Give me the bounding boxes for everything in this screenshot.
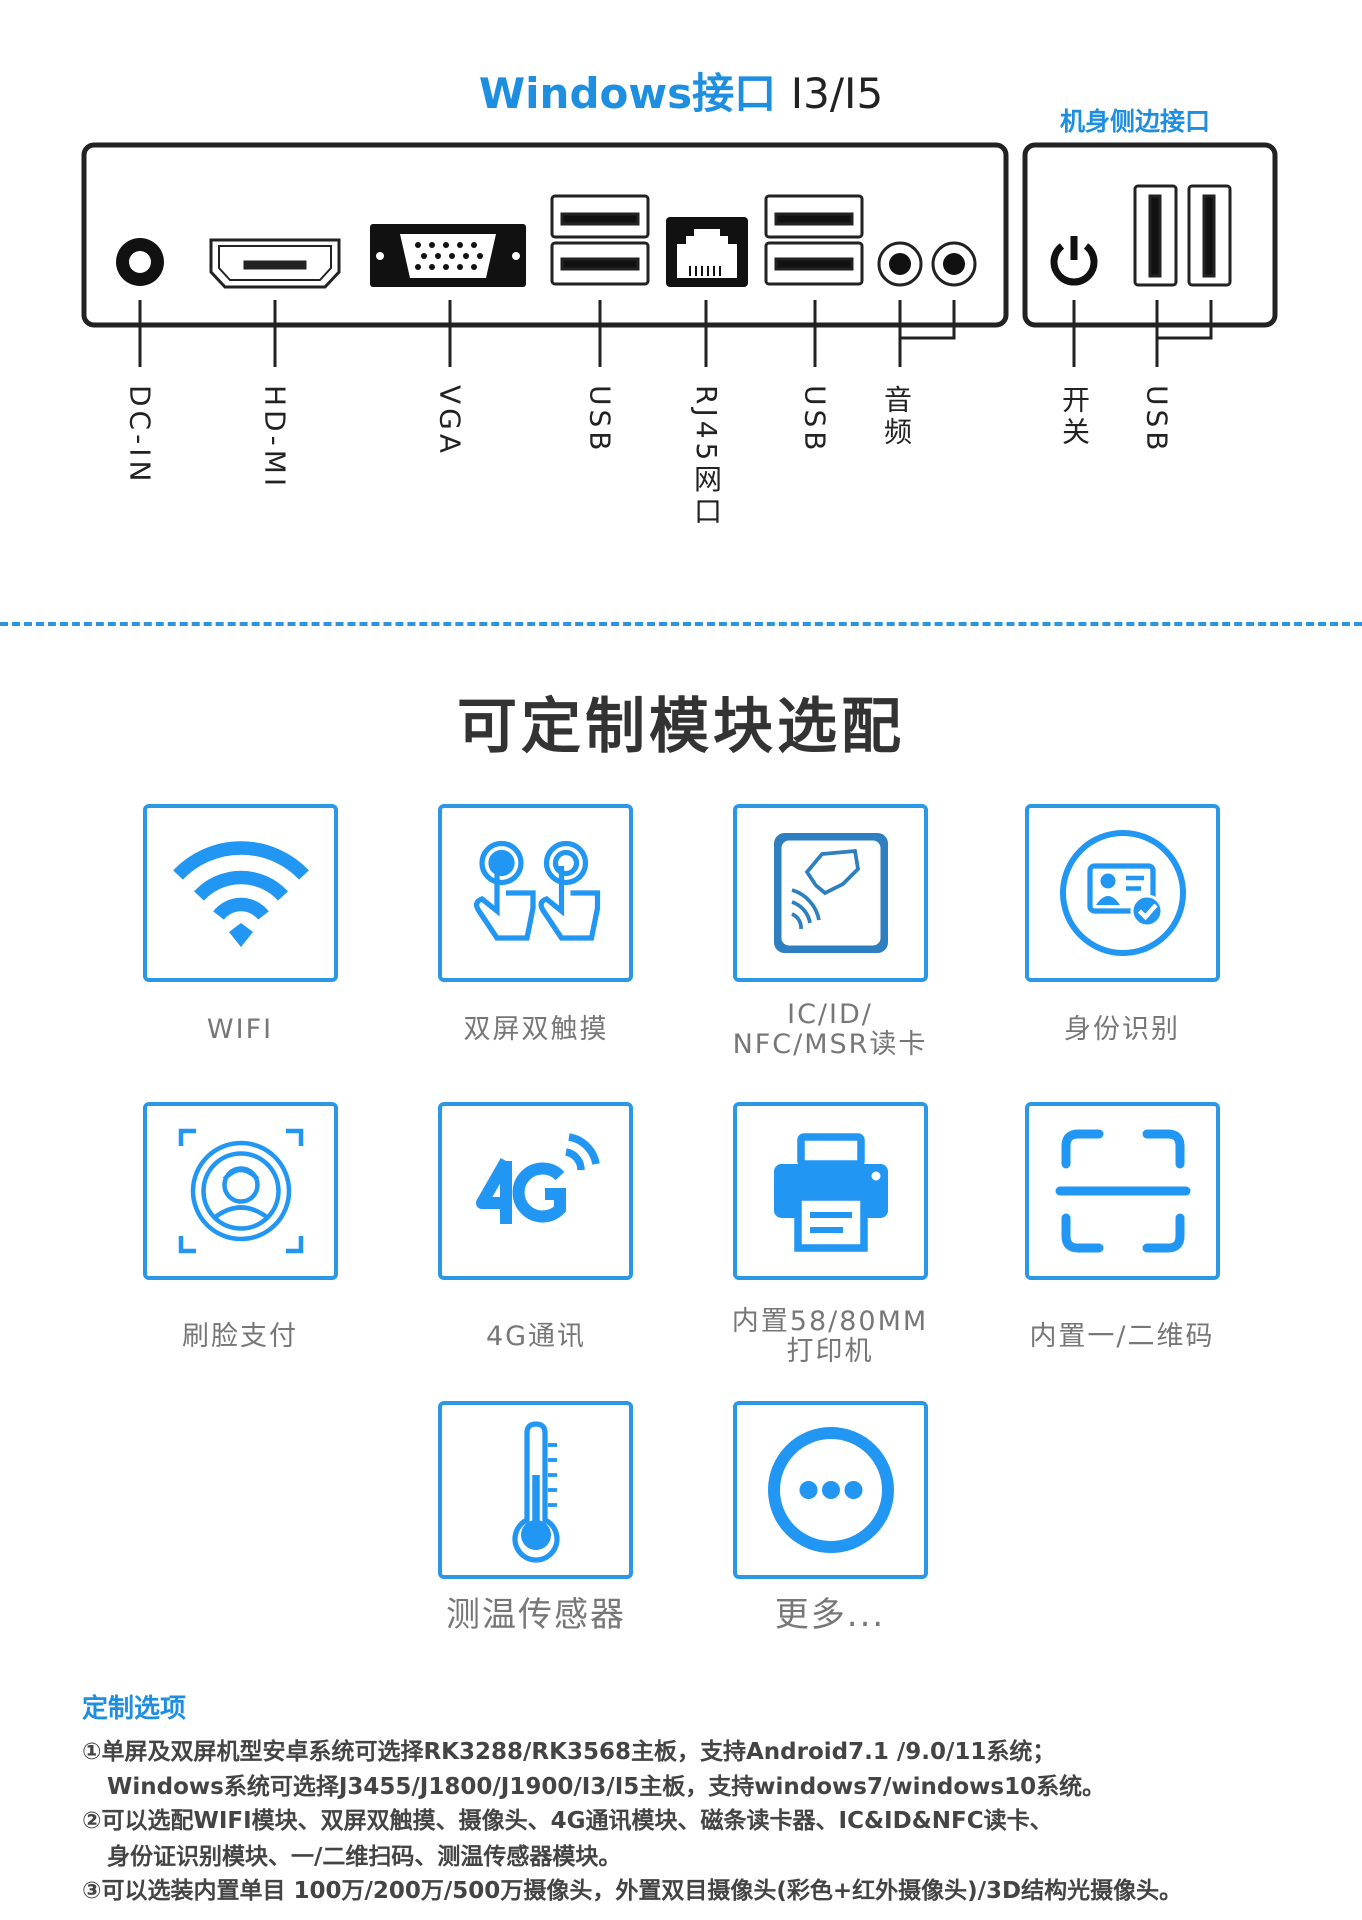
option-line: Windows系统可选择J3455/J1800/J1900/I3/I5主板，支持… — [107, 1774, 1106, 1800]
module-card-printer — [733, 1102, 928, 1280]
power-icon — [1050, 236, 1098, 286]
leader-lines — [138, 300, 1213, 367]
module-label-line: IC/ID/ — [787, 999, 873, 1030]
side-usb-port-icon — [1133, 184, 1232, 287]
title-cpu: I3/I5 — [790, 69, 884, 118]
module-card-4g — [438, 1102, 633, 1280]
back-panel — [81, 142, 1009, 328]
module-card-barcode — [1025, 1102, 1220, 1280]
module-card-thermometer — [438, 1401, 633, 1579]
port-label-hdmi: HD-MI — [258, 385, 292, 491]
more-icon — [767, 1427, 894, 1553]
page-title: Windows接口 I3/I5 — [0, 60, 1362, 121]
option-line: 身份证识别模块、一/二维扫码、测温传感器模块。 — [107, 1844, 622, 1870]
port-diagram — [81, 142, 1278, 367]
module-label: 4G通讯 — [485, 1321, 587, 1352]
vga-port-icon — [370, 224, 526, 287]
rj45-port-icon — [666, 217, 748, 287]
id-card-icon — [1059, 830, 1186, 956]
option-line: ①单屏及双屏机型安卓系统可选择RK3288/RK3568主板，支持Android… — [82, 1739, 1056, 1765]
hdmi-port-icon — [209, 238, 341, 289]
thermometer-icon — [511, 1421, 560, 1563]
port-label-dc-in: DC-IN — [123, 385, 157, 486]
port-label-usb: USB — [583, 385, 617, 455]
module-card-wifi — [143, 804, 338, 982]
module-card-face-pay — [143, 1102, 338, 1280]
module-card-id — [1025, 804, 1220, 982]
module-card-more — [733, 1401, 928, 1579]
module-label: 刷脸支付 — [182, 1321, 298, 1352]
card-reader-icon — [773, 833, 888, 953]
module-label-line: 打印机 — [786, 1336, 874, 1367]
port-label-power: 开关 — [1058, 385, 1091, 449]
side-ports-title: 机身侧边接口 — [1060, 107, 1211, 136]
module-label-line: 内置58/80MM — [731, 1306, 929, 1337]
title-main: Windows接口 — [478, 69, 777, 118]
section-divider — [0, 622, 1362, 626]
port-label-audio: 音频 — [880, 385, 913, 449]
option-line: ②可以选配WIFI模块、双屏双触摸、摄像头、4G通讯模块、磁条读卡器、IC&ID… — [82, 1808, 1053, 1834]
printer-icon — [773, 1133, 888, 1252]
face-scan-icon — [178, 1128, 303, 1254]
port-label-usb: USB — [798, 385, 832, 455]
dc-in-port-icon — [116, 238, 164, 286]
module-label: 身份识别 — [1064, 1014, 1180, 1045]
audio-jack-icon — [877, 241, 977, 287]
module-label: 测温传感器 — [446, 1595, 626, 1635]
options-title: 定制选项 — [82, 1694, 187, 1724]
module-card-dual-touch — [438, 804, 633, 982]
module-label: IC/ID/NFC/MSR读卡 — [680, 998, 980, 1062]
module-label: 更多... — [774, 1595, 886, 1635]
dual-touch-icon — [473, 840, 600, 941]
module-card-card-reader — [733, 804, 928, 982]
barcode-scan-icon — [1055, 1129, 1190, 1253]
4g-signal-icon — [475, 1133, 600, 1224]
module-label-line: NFC/MSR读卡 — [732, 1029, 928, 1060]
port-label-vga: VGA — [433, 385, 467, 458]
port-label-rj45: RJ45网口 — [690, 385, 723, 529]
usb-port-icon — [550, 194, 650, 286]
module-label: 双屏双触摸 — [463, 1014, 609, 1045]
port-label-side-usb: USB — [1140, 385, 1174, 455]
module-label: 内置一/二维码 — [1029, 1321, 1215, 1352]
option-line: ③可以选装内置单目 100万/200万/500万摄像头，外置双目摄像头(彩色+红… — [82, 1878, 1183, 1904]
wifi-icon — [172, 841, 309, 947]
side-panel — [1022, 142, 1278, 328]
usb-port-icon — [764, 194, 864, 286]
modules-title: 可定制模块选配 — [457, 692, 905, 762]
module-label: WIFI — [206, 1014, 274, 1045]
